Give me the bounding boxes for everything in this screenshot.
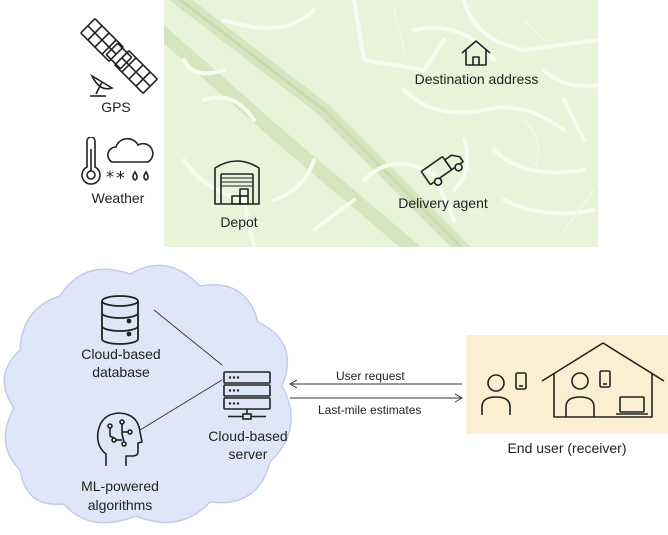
server-label-line1: Cloud-based (208, 428, 288, 444)
weather-label: Weather (91, 190, 145, 206)
cloud-snow-rain-icon: * * (104, 138, 156, 188)
city-map: Destination address Delivery agent D (164, 0, 598, 247)
server-label-line2: server (228, 446, 268, 462)
end-user-label: End user (receiver) (507, 440, 627, 456)
destination-label: Destination address (414, 71, 539, 87)
database-label-line1: Cloud-based (81, 346, 161, 362)
delivery-agent-label: Delivery agent (398, 195, 488, 211)
user-request-arrow (288, 378, 464, 390)
svg-text:*: * (116, 168, 125, 188)
depot-warehouse-icon (212, 154, 262, 206)
last-mile-estimates-arrow (288, 392, 464, 404)
ml-brain-head-icon (94, 410, 144, 468)
ml-label-line2: algorithms (87, 497, 153, 513)
database-icon (99, 294, 141, 346)
delivery-van-icon (420, 146, 466, 186)
home-user-devices-icon (540, 341, 666, 419)
database-label-line2: database (92, 364, 150, 380)
destination-house-icon (459, 38, 493, 68)
last-mile-estimates-label: Last-mile estimates (318, 403, 422, 417)
user-request-label: User request (336, 369, 405, 383)
depot-label: Depot (220, 214, 258, 230)
gps-satellite-icon (78, 18, 160, 98)
server-icon (222, 370, 272, 420)
thermometer-icon (80, 137, 102, 187)
gps-label: GPS (101, 99, 131, 115)
ml-label-line1: ML-powered (81, 478, 159, 494)
end-user-panel (466, 335, 668, 434)
person-with-phone-icon (480, 371, 528, 417)
connector-lines (0, 258, 310, 535)
svg-text:*: * (106, 167, 114, 186)
cloud-background (0, 258, 310, 535)
